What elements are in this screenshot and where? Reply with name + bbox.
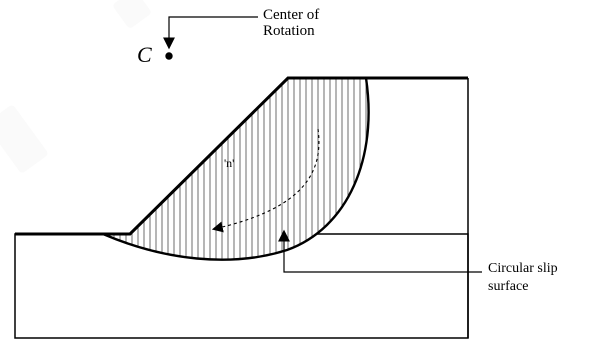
circular-slip-surface-label-line2: surface [488,279,529,294]
rotation-direction-arrow [211,128,320,233]
center-of-rotation-label-line1: Center of [263,7,320,23]
center-of-rotation-label-line2: Rotation [263,23,315,39]
circular-slip-surface-label-line1: Circular slip [488,261,558,276]
point-c-label: C [137,42,152,67]
sliding-mass [103,78,369,260]
center-indicator-line [163,16,258,50]
center-point [165,52,173,60]
slip-surface-indicator-line [278,229,482,273]
slope-profile [15,76,468,236]
circular-slip-surface [102,77,370,261]
sliding-mass-label: 'n' [224,156,235,170]
